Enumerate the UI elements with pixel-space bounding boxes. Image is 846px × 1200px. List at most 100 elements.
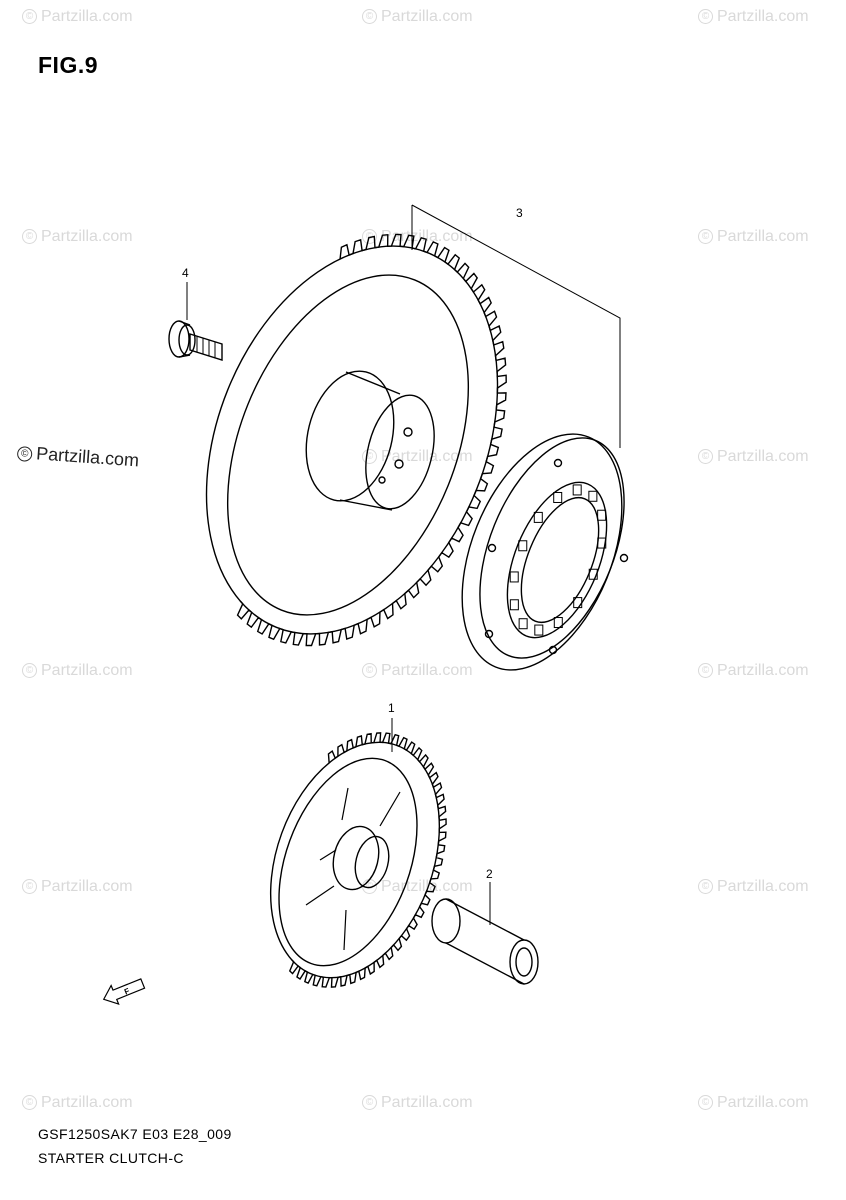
gear-tooth-profile	[288, 732, 447, 988]
copyright-icon: ©	[22, 229, 37, 245]
hub-front	[305, 370, 395, 502]
hub-hole	[403, 427, 413, 437]
bolt-hole	[484, 629, 494, 639]
copyright-icon: ©	[22, 663, 37, 679]
watermark: ©Partzilla.com	[698, 228, 809, 246]
copyright-icon: ©	[22, 1095, 37, 1111]
watermark: ©Partzilla.com	[362, 1094, 473, 1112]
clutch-roller	[534, 624, 544, 636]
bolt-head-edge	[178, 320, 191, 326]
watermark: ©Partzilla.com	[22, 878, 133, 896]
callout-part-1: 1	[388, 701, 395, 715]
clutch-roller	[588, 490, 598, 502]
shaft-end-far	[509, 939, 539, 985]
clutch-inner-bore	[520, 496, 600, 624]
watermark: ©Partzilla.com	[362, 662, 473, 680]
watermark: ©Partzilla.com	[22, 662, 133, 680]
clutch-roller	[553, 491, 563, 503]
clutch-roller	[573, 597, 583, 609]
leader-part-3	[411, 204, 621, 448]
watermark: ©Partzilla.com	[698, 1094, 809, 1112]
watermark: ©Partzilla.com	[698, 662, 809, 680]
one-way-clutch[interactable]	[431, 411, 654, 693]
figure-caption: STARTER CLUTCH-C	[38, 1150, 184, 1166]
shaft-end-near	[431, 898, 461, 944]
bolt-hole	[619, 553, 629, 563]
clutch-roller	[597, 537, 607, 549]
gear-face-inner	[226, 274, 470, 616]
clutch-rollers	[509, 484, 607, 636]
gear-tooth-profile	[236, 233, 507, 647]
clutch-roller	[509, 599, 519, 611]
gear-face-outer	[205, 245, 499, 635]
copyright-icon: ©	[698, 1095, 713, 1111]
copyright-icon: ©	[698, 879, 713, 895]
gear-face-outer	[269, 741, 441, 979]
copyright-icon: ©	[22, 879, 37, 895]
hub-hole	[394, 459, 404, 469]
watermark: ©Partzilla.com	[362, 8, 473, 26]
clutch-outer-back	[479, 437, 625, 659]
copyright-icon: ©	[362, 1095, 377, 1111]
bolt-shank	[189, 333, 223, 361]
copyright-icon: ©	[362, 663, 377, 679]
copyright-icon: ©	[22, 9, 37, 25]
callout-part-2: 2	[486, 867, 493, 881]
copyright-icon: ©	[362, 449, 377, 465]
callout-part-4: 4	[182, 266, 189, 280]
gear-teeth	[288, 732, 447, 988]
hub-edge-top	[345, 371, 401, 395]
shaft-edge-bottom	[445, 942, 525, 985]
figure-title: FIG.9	[38, 52, 99, 78]
shaft-edge-top	[445, 898, 525, 941]
watermark: ©Partzilla.com	[22, 8, 133, 26]
copyright-icon: ©	[362, 9, 377, 25]
clutch-inner-race	[506, 481, 608, 639]
gear-boss-bore	[354, 835, 390, 889]
bolt-threads	[196, 336, 216, 358]
bolt-hole	[553, 458, 563, 468]
copyright-icon: ©	[698, 449, 713, 465]
bolt[interactable]	[168, 320, 223, 361]
clutch-roller	[597, 509, 607, 521]
watermark: ©Partzilla.com	[698, 8, 809, 26]
hub-hole	[378, 476, 386, 484]
clutch-roller	[518, 618, 528, 630]
gear-teeth	[236, 233, 507, 647]
bolt-hole	[548, 645, 558, 655]
watermark: ©Partzilla.com	[362, 228, 473, 246]
clutch-roller	[553, 617, 563, 629]
watermark: ©Partzilla.com	[22, 228, 133, 246]
callout-leaders	[186, 204, 621, 925]
clutch-roller	[533, 511, 543, 523]
starter-idle-gear[interactable]	[240, 719, 470, 1002]
idle-gear-shaft[interactable]	[431, 898, 539, 985]
watermark: ©Partzilla.com	[22, 1094, 133, 1112]
gear-face-inner	[278, 757, 418, 967]
copyright-icon: ©	[698, 663, 713, 679]
starter-clutch-gear[interactable]	[152, 203, 552, 678]
direction-arrow-label: F	[123, 986, 131, 996]
watermark: ©Partzilla.com	[698, 448, 809, 466]
clutch-outer	[461, 433, 623, 671]
clutch-roller	[518, 540, 528, 552]
front-direction-arrow-icon: F	[102, 978, 146, 1006]
bolt-hole	[487, 543, 497, 553]
hub-edge-bottom	[339, 499, 393, 511]
shaft-end-chamfer	[515, 947, 533, 977]
clutch-roller	[572, 484, 582, 496]
clutch-roller	[588, 568, 598, 580]
watermark: ©Partzilla.com	[362, 448, 473, 466]
copyright-icon: ©	[362, 229, 377, 245]
model-code: GSF1250SAK7 E03 E28_009	[38, 1126, 232, 1142]
copyright-icon: ©	[698, 229, 713, 245]
callout-part-3: 3	[516, 206, 523, 220]
copyright-icon: ©	[698, 9, 713, 25]
gear-web	[305, 787, 401, 951]
gear-boss	[332, 825, 380, 891]
clutch-roller	[509, 571, 519, 583]
watermark: ©Partzilla.com	[698, 878, 809, 896]
bolt-head-edge	[178, 354, 191, 358]
hub-back	[365, 394, 435, 510]
